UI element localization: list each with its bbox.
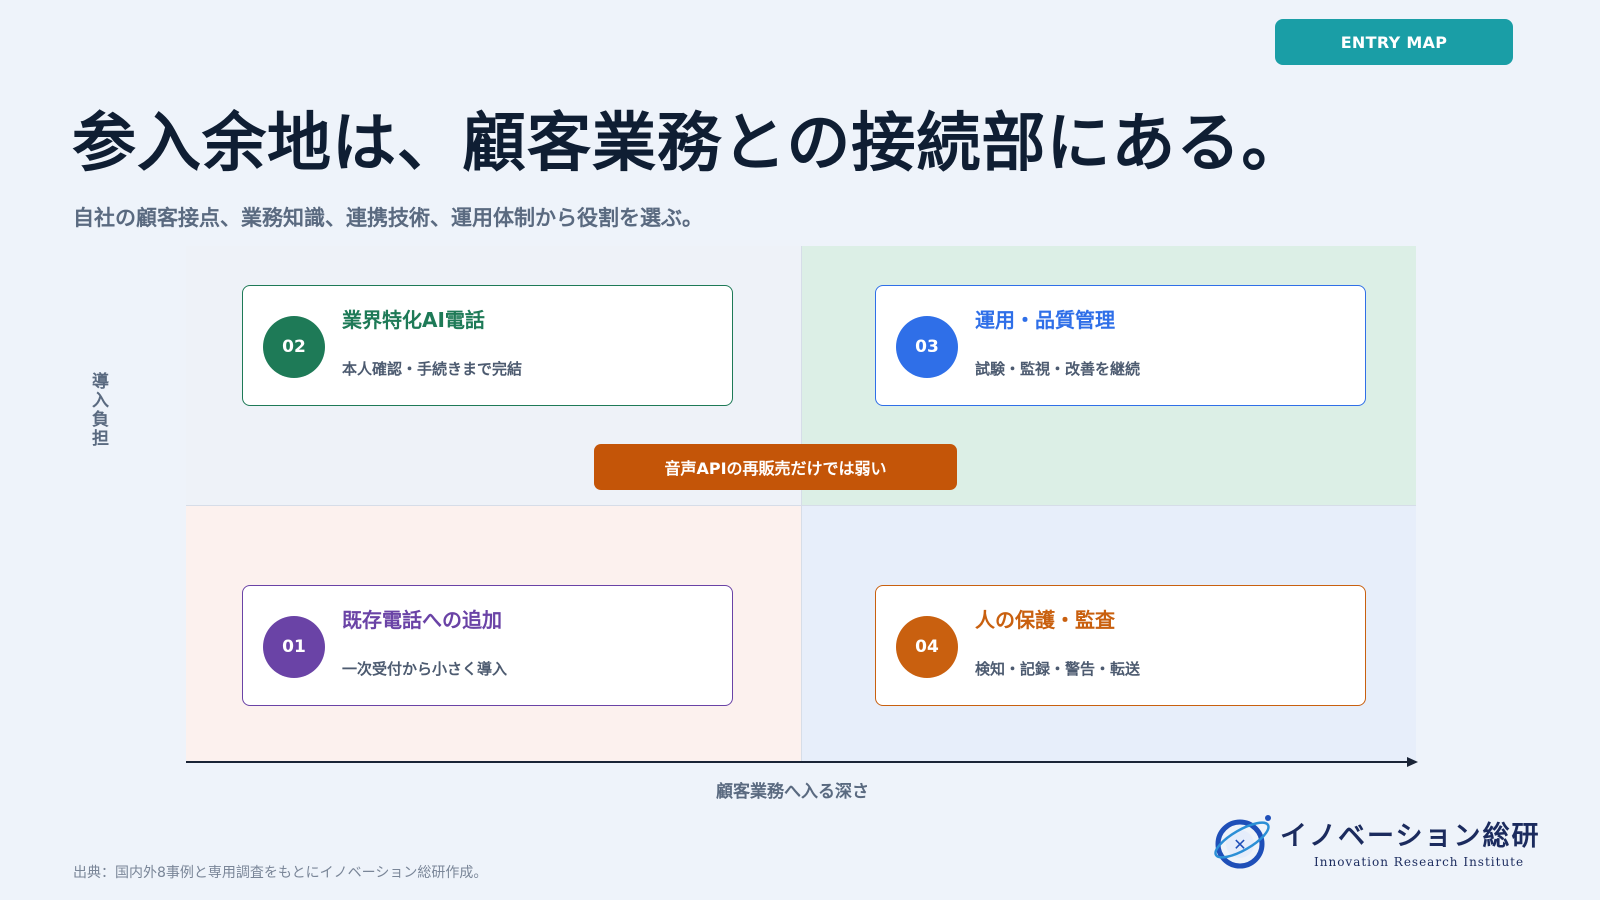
- card-title: 業界特化AI電話: [342, 308, 485, 332]
- entry-map-badge: ENTRY MAP: [1275, 19, 1513, 65]
- card-number-badge: 03: [896, 316, 958, 378]
- page-subtitle: 自社の顧客接点、業務知識、連携技術、運用体制から役割を選ぶ。: [73, 206, 703, 230]
- card-add-to-existing-phone: 01 既存電話への追加 一次受付から小さく導入: [242, 585, 733, 706]
- logo-name: イノベーション総研: [1280, 821, 1541, 852]
- x-axis-line: [186, 761, 1408, 763]
- card-description: 一次受付から小さく導入: [342, 660, 508, 678]
- card-description: 本人確認・手続きまで完結: [342, 360, 523, 378]
- card-description: 検知・記録・警告・転送: [975, 660, 1141, 678]
- orbit-globe-icon: ✕: [1214, 815, 1271, 869]
- card-number-badge: 02: [263, 316, 325, 378]
- card-number-badge: 01: [263, 616, 325, 678]
- page-title: 参入余地は、顧客業務との接続部にある。: [72, 107, 1307, 181]
- card-title: 人の保護・監査: [975, 608, 1115, 632]
- warning-banner: 音声APIの再販売だけでは弱い: [594, 444, 957, 490]
- card-operations-quality: 03 運用・品質管理 試験・監視・改善を継続: [875, 285, 1366, 406]
- card-description: 試験・監視・改善を継続: [975, 360, 1141, 378]
- source-note: 出典：国内外8事例と専用調査をもとにイノベーション総研作成。: [73, 865, 488, 881]
- x-axis-label: 顧客業務へ入る深さ: [716, 782, 869, 802]
- card-title: 既存電話への追加: [342, 608, 502, 632]
- quadrant-divider-vertical: [801, 246, 802, 762]
- logo-subtitle: Innovation Research Institute: [1314, 855, 1525, 869]
- card-industry-ai-phone: 02 業界特化AI電話 本人確認・手続きまで完結: [242, 285, 733, 406]
- company-logo: ✕ イノベーション総研 Innovation Research Institut…: [1210, 808, 1550, 878]
- card-number-badge: 04: [896, 616, 958, 678]
- x-axis-arrow-icon: [1407, 757, 1418, 767]
- card-human-protection-audit: 04 人の保護・監査 検知・記録・警告・転送: [875, 585, 1366, 706]
- quadrant-divider-horizontal: [186, 505, 1416, 506]
- y-axis-label: 導入負担: [88, 372, 108, 448]
- card-title: 運用・品質管理: [975, 308, 1115, 332]
- svg-text:✕: ✕: [1233, 835, 1246, 854]
